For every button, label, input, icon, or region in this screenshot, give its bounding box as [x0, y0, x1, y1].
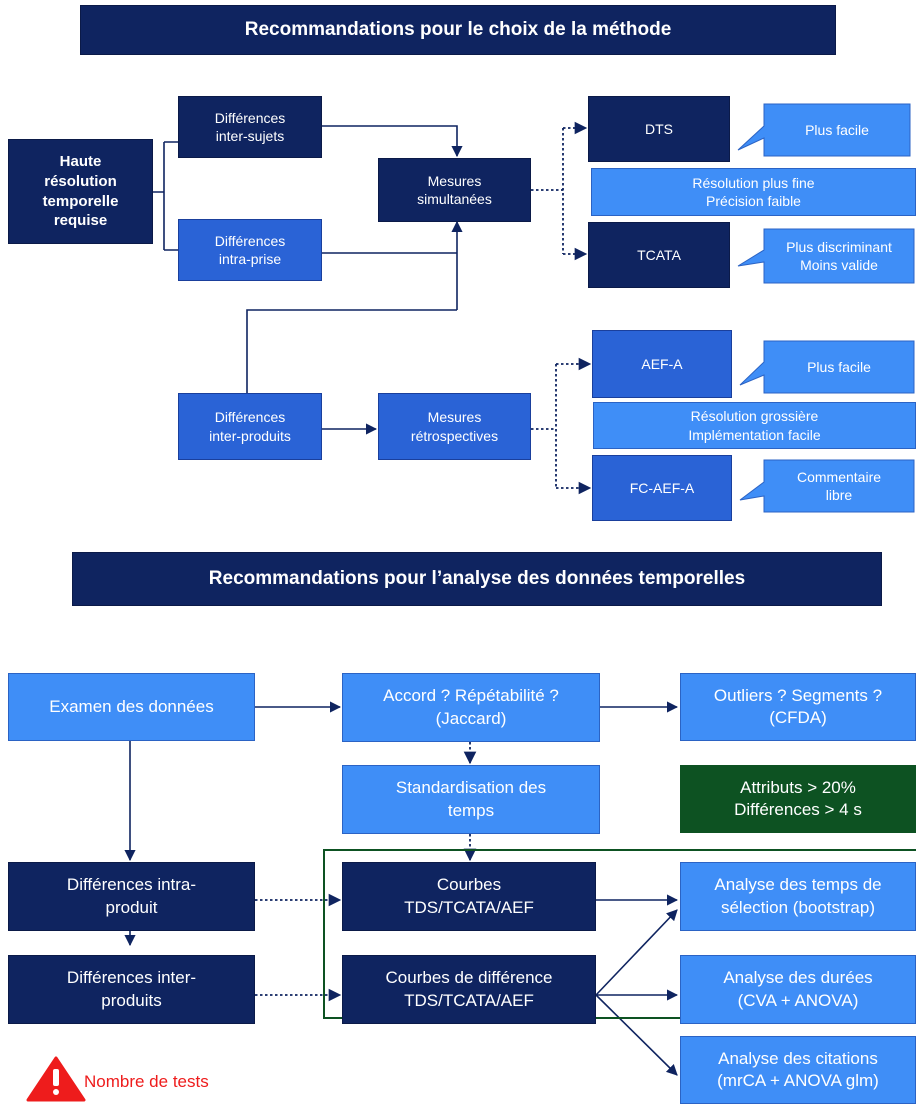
outliers-segments-box: Outliers ? Segments ? (CFDA) — [680, 673, 916, 741]
line-inter-produits-up — [246, 309, 457, 397]
diff-inter-sujets-box: Différences inter-sujets — [178, 96, 322, 158]
analyse-citations-box: Analyse des citations (mrCA + ANOVA glm) — [680, 1036, 916, 1104]
fc-aef-a-box: FC-AEF-A — [592, 455, 732, 521]
callout-aef-a-shape — [739, 340, 915, 394]
dotted-simultanees-to-methods — [531, 128, 564, 254]
courbes-difference-box: Courbes de différence TDS/TCATA/AEF — [342, 955, 596, 1024]
diff-inter-produits-box: Différences inter-produits — [178, 393, 322, 460]
tcata-note: Plus discriminant Moins valide — [786, 238, 892, 273]
section1-title: Recommandations pour le choix de la méth… — [80, 5, 836, 55]
diff-inter-produits-box-2: Différences inter- produits — [8, 955, 255, 1024]
warning-label: Nombre de tests — [84, 1072, 209, 1091]
courbes-box: Courbes TDS/TCATA/AEF — [342, 862, 596, 931]
arrow-diff-to-temps — [595, 909, 678, 996]
callout-dts-shape — [737, 103, 911, 157]
callout-tcata-shape — [737, 228, 915, 284]
aef-a-note: Plus facile — [807, 358, 871, 375]
dts-note: Plus facile — [805, 121, 869, 138]
accord-repetabilite-box: Accord ? Répétabilité ? (Jaccard) — [342, 673, 600, 742]
diff-intra-prise-box: Différences intra-prise — [178, 219, 322, 281]
tcata-box: TCATA — [588, 222, 730, 288]
diff-intra-produit-box: Différences intra- produit — [8, 862, 255, 931]
line-haute-to-branches — [153, 141, 178, 251]
callout-fc-shape — [739, 459, 915, 513]
haute-resolution-box: Haute résolution temporelle requise — [8, 139, 153, 244]
mesures-retrospectives-box: Mesures rétrospectives — [378, 393, 531, 460]
standardisation-box: Standardisation des temps — [342, 765, 600, 834]
arrow-diff-to-citations — [595, 994, 678, 1076]
analyse-temps-box: Analyse des temps de sélection (bootstra… — [680, 862, 916, 931]
aef-a-box: AEF-A — [592, 330, 732, 398]
significance-frame — [323, 849, 916, 1019]
analyse-durees-box: Analyse des durées (CVA + ANOVA) — [680, 955, 916, 1024]
fc-aef-a-note: Commentaire libre — [796, 468, 882, 503]
mesures-simultanees-box: Mesures simultanées — [378, 158, 531, 222]
warning-icon — [26, 1056, 86, 1102]
section2-title: Recommandations pour l’analyse des donné… — [72, 552, 882, 606]
criteria-box: Attributs > 20% Différences > 4 s — [680, 765, 916, 833]
resolution-grossiere-note: Résolution grossière Implémentation faci… — [593, 402, 916, 449]
examen-donnees-box: Examen des données — [8, 673, 255, 741]
arrow-inter-sujets-to-simultanees — [322, 125, 463, 158]
dts-box: DTS — [588, 96, 730, 162]
dotted-retrospectives-to-methods — [531, 364, 557, 488]
resolution-fine-note: Résolution plus fine Précision faible — [591, 168, 916, 216]
